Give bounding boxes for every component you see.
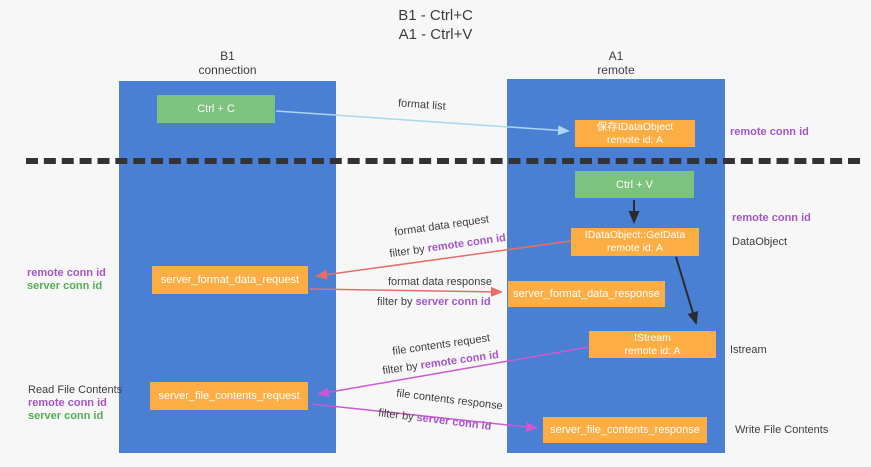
save-idataobject-node: 保存IDataObject remote id: A	[575, 120, 695, 147]
file-contents-response-arrow-label: file contents response	[395, 387, 504, 413]
format-data-response-arrow-label: format data response	[388, 276, 492, 288]
format-request-label: server_format_data_request	[160, 274, 300, 286]
column-b1-subtitle: connection	[198, 63, 257, 77]
title-line-2: A1 - Ctrl+V	[398, 26, 473, 43]
filter-by-text: filter by	[388, 243, 426, 261]
diagram-title: B1 - Ctrl+C A1 - Ctrl+V	[0, 6, 871, 44]
idataobject-getdata-node: IDataObject::GetData remote id: A	[571, 228, 699, 256]
column-b1-name: B1	[220, 49, 235, 63]
ctrl-c-node: Ctrl + C	[157, 95, 275, 123]
ctrl-c-label: Ctrl + C	[197, 103, 235, 115]
title-line-1: B1 - Ctrl+C	[398, 7, 473, 24]
remote-conn-id-label-left-format: remote conn id	[27, 267, 106, 279]
remote-conn-id-label-left-file: remote conn id	[28, 397, 107, 409]
remote-conn-id-label-mid-right: remote conn id	[732, 212, 811, 224]
remote-conn-id-filter-text: remote conn id	[426, 231, 507, 255]
file-request-conn-id-labels: Read File Contents remote conn id server…	[28, 384, 122, 423]
column-header-b1: B1 connection	[119, 49, 336, 77]
server-conn-id-filter-text: server conn id	[415, 296, 491, 308]
format-response-label: server_format_data_response	[513, 288, 660, 300]
format-request-conn-id-labels: remote conn id server conn id	[27, 267, 106, 293]
column-header-a1: A1 remote	[507, 49, 725, 77]
server-file-contents-response-node: server_file_contents_response	[543, 417, 707, 443]
server-conn-id-filter-text: server conn id	[415, 411, 492, 433]
save-idataobject-line1: 保存IDataObject	[596, 120, 674, 133]
ctrl-v-node: Ctrl + V	[575, 171, 694, 198]
getdata-line1: IDataObject::GetData	[584, 229, 686, 241]
write-file-contents-label: Write File Contents	[735, 424, 829, 436]
server-format-data-request-node: server_format_data_request	[152, 266, 308, 294]
istream-line2: remote id: A	[624, 344, 681, 357]
istream-node: IStream remote id: A	[589, 331, 716, 358]
column-a1-subtitle: remote	[597, 63, 635, 77]
file-response-label: server_file_contents_response	[550, 424, 700, 436]
getdata-line2: remote id: A	[606, 242, 664, 254]
format-data-request-arrow-label: format data request	[393, 213, 490, 239]
file-request-label: server_file_contents_request	[158, 390, 300, 402]
istream-line1: IStream	[634, 331, 671, 344]
server-file-contents-request-node: server_file_contents_request	[150, 382, 308, 410]
server-format-data-response-node: server_format_data_response	[508, 281, 665, 307]
filter-by-text: filter by	[377, 407, 415, 424]
save-idataobject-line2: remote id: A	[606, 133, 664, 146]
dataobject-label: DataObject	[732, 236, 788, 248]
format-list-arrow-label: format list	[397, 97, 447, 113]
remote-conn-id-label-top-right: remote conn id	[730, 126, 809, 138]
server-conn-id-label-left-file: server conn id	[28, 410, 104, 422]
filter-by-text: filter by	[381, 360, 419, 378]
ctrl-v-label: Ctrl + V	[616, 178, 653, 191]
read-file-contents-label: Read File Contents	[28, 384, 123, 396]
server-conn-id-label-left-format: server conn id	[27, 280, 103, 292]
format-data-response-arrow	[309, 286, 503, 297]
istream-side-label: Istream	[730, 344, 767, 356]
column-a1-name: A1	[608, 49, 624, 63]
filter-by-text: filter by	[377, 296, 413, 308]
phase-separator-dashed-line	[26, 158, 860, 164]
